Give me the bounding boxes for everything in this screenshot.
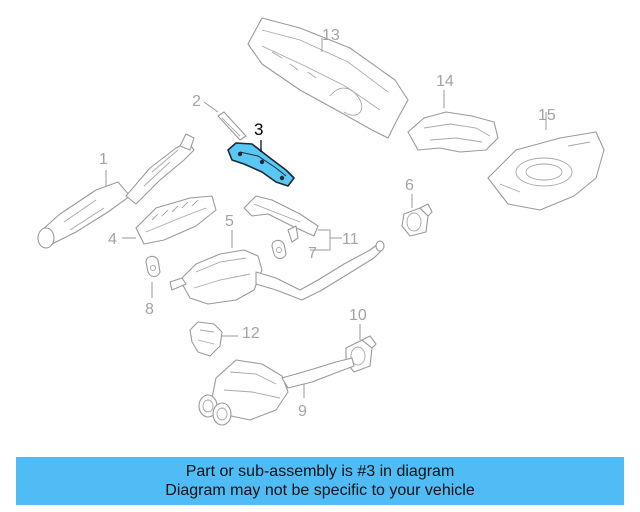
banner-line-1: Part or sub-assembly is #3 in diagram [185, 463, 455, 480]
callout-11: 11 [342, 231, 359, 248]
part-9-rear-muffler[interactable] [198, 357, 355, 426]
part-8-hanger[interactable] [145, 255, 161, 278]
exhaust-parts-diagram: 13 14 15 2 3 1 [37, 17, 605, 426]
callout-15: 15 [538, 107, 556, 124]
callout-10: 10 [349, 307, 367, 324]
part-12-bracket[interactable] [189, 321, 223, 357]
callout-2: 2 [192, 93, 201, 110]
part-6-clamp[interactable] [401, 203, 433, 237]
part-5-center-muffler[interactable] [169, 240, 385, 305]
callout-7: 7 [308, 245, 317, 262]
callout-8: 8 [145, 301, 154, 318]
part-14-heat-shield[interactable] [407, 111, 499, 153]
info-banner: Part or sub-assembly is #3 in diagram Di… [16, 457, 624, 505]
part-15-heat-shield[interactable] [487, 131, 605, 211]
part-13-heat-shield[interactable] [247, 17, 409, 139]
part-4-heat-shield[interactable] [135, 195, 217, 245]
banner-line-2: Diagram may not be specific to your vehi… [165, 482, 475, 499]
part-1-catalytic-converter[interactable] [37, 133, 195, 249]
callout-3: 3 [254, 120, 263, 139]
callout-14: 14 [436, 73, 454, 90]
callout-4: 4 [108, 231, 117, 248]
callout-9: 9 [298, 403, 307, 420]
part-11-bracket[interactable] [243, 195, 319, 243]
callout-12: 12 [242, 325, 260, 342]
part-2-gasket[interactable] [217, 111, 247, 141]
callout-1: 1 [99, 151, 108, 168]
part-7-hanger[interactable] [271, 239, 287, 260]
callout-13: 13 [322, 27, 340, 44]
callout-6: 6 [405, 177, 414, 194]
part-3-heat-shield-highlighted[interactable] [227, 142, 295, 187]
callout-5: 5 [225, 213, 234, 230]
